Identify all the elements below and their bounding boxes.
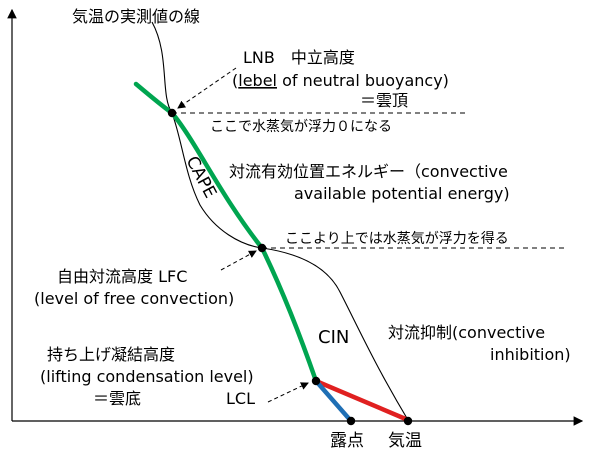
lcl-equiv: ＝雲底 [93,389,141,408]
cin-description-line2: inhibition) [490,345,571,364]
cin-label: CIN [318,327,349,348]
lnb-english: (lebel of neutral buoyancy) [232,71,449,90]
lnb-arrow [177,67,237,109]
lfc-arrow [220,250,257,271]
lcl-abbr: LCL [226,389,255,408]
lcl-english: (lifting condensation level) [40,367,254,386]
lfc-english: (level of free convection) [34,289,234,308]
x-axis-label-dewpoint: 露点 [330,431,364,451]
lnb-note: ここで水蒸気が浮力０になる [210,119,392,135]
cape-description-line1: 対流有効位置エネルギー（convective [229,162,508,181]
lnb-title: LNB 中立高度 [243,48,355,67]
lfc-title: 自由対流高度 LFC [57,267,187,286]
lcl-title: 持ち上げ凝結高度 [47,345,175,364]
parcel-path-line [133,81,319,384]
environment-curve-label: 気温の実測値の線 [72,7,200,26]
lnb-point [167,108,177,118]
lcl-arrow [267,382,309,403]
dry-adiabat-line [313,378,411,423]
lnb-equiv: ＝雲頂 [360,91,408,110]
lnb-english-misspelled: lebel [238,71,277,90]
cape-description-line2: available potential energy) [294,184,510,203]
dewpoint-line [313,378,354,424]
lfc-note: ここより上では水蒸気が浮力を得る [285,230,509,247]
temperature-point [403,416,413,426]
environment-temperature-curve [151,21,409,421]
lfc-point [257,243,267,253]
dewpoint-point [346,416,356,426]
x-axis-label-temperature: 気温 [388,431,422,451]
lcl-point [311,376,321,386]
cin-description-line1: 対流抑制(convective [388,323,545,342]
